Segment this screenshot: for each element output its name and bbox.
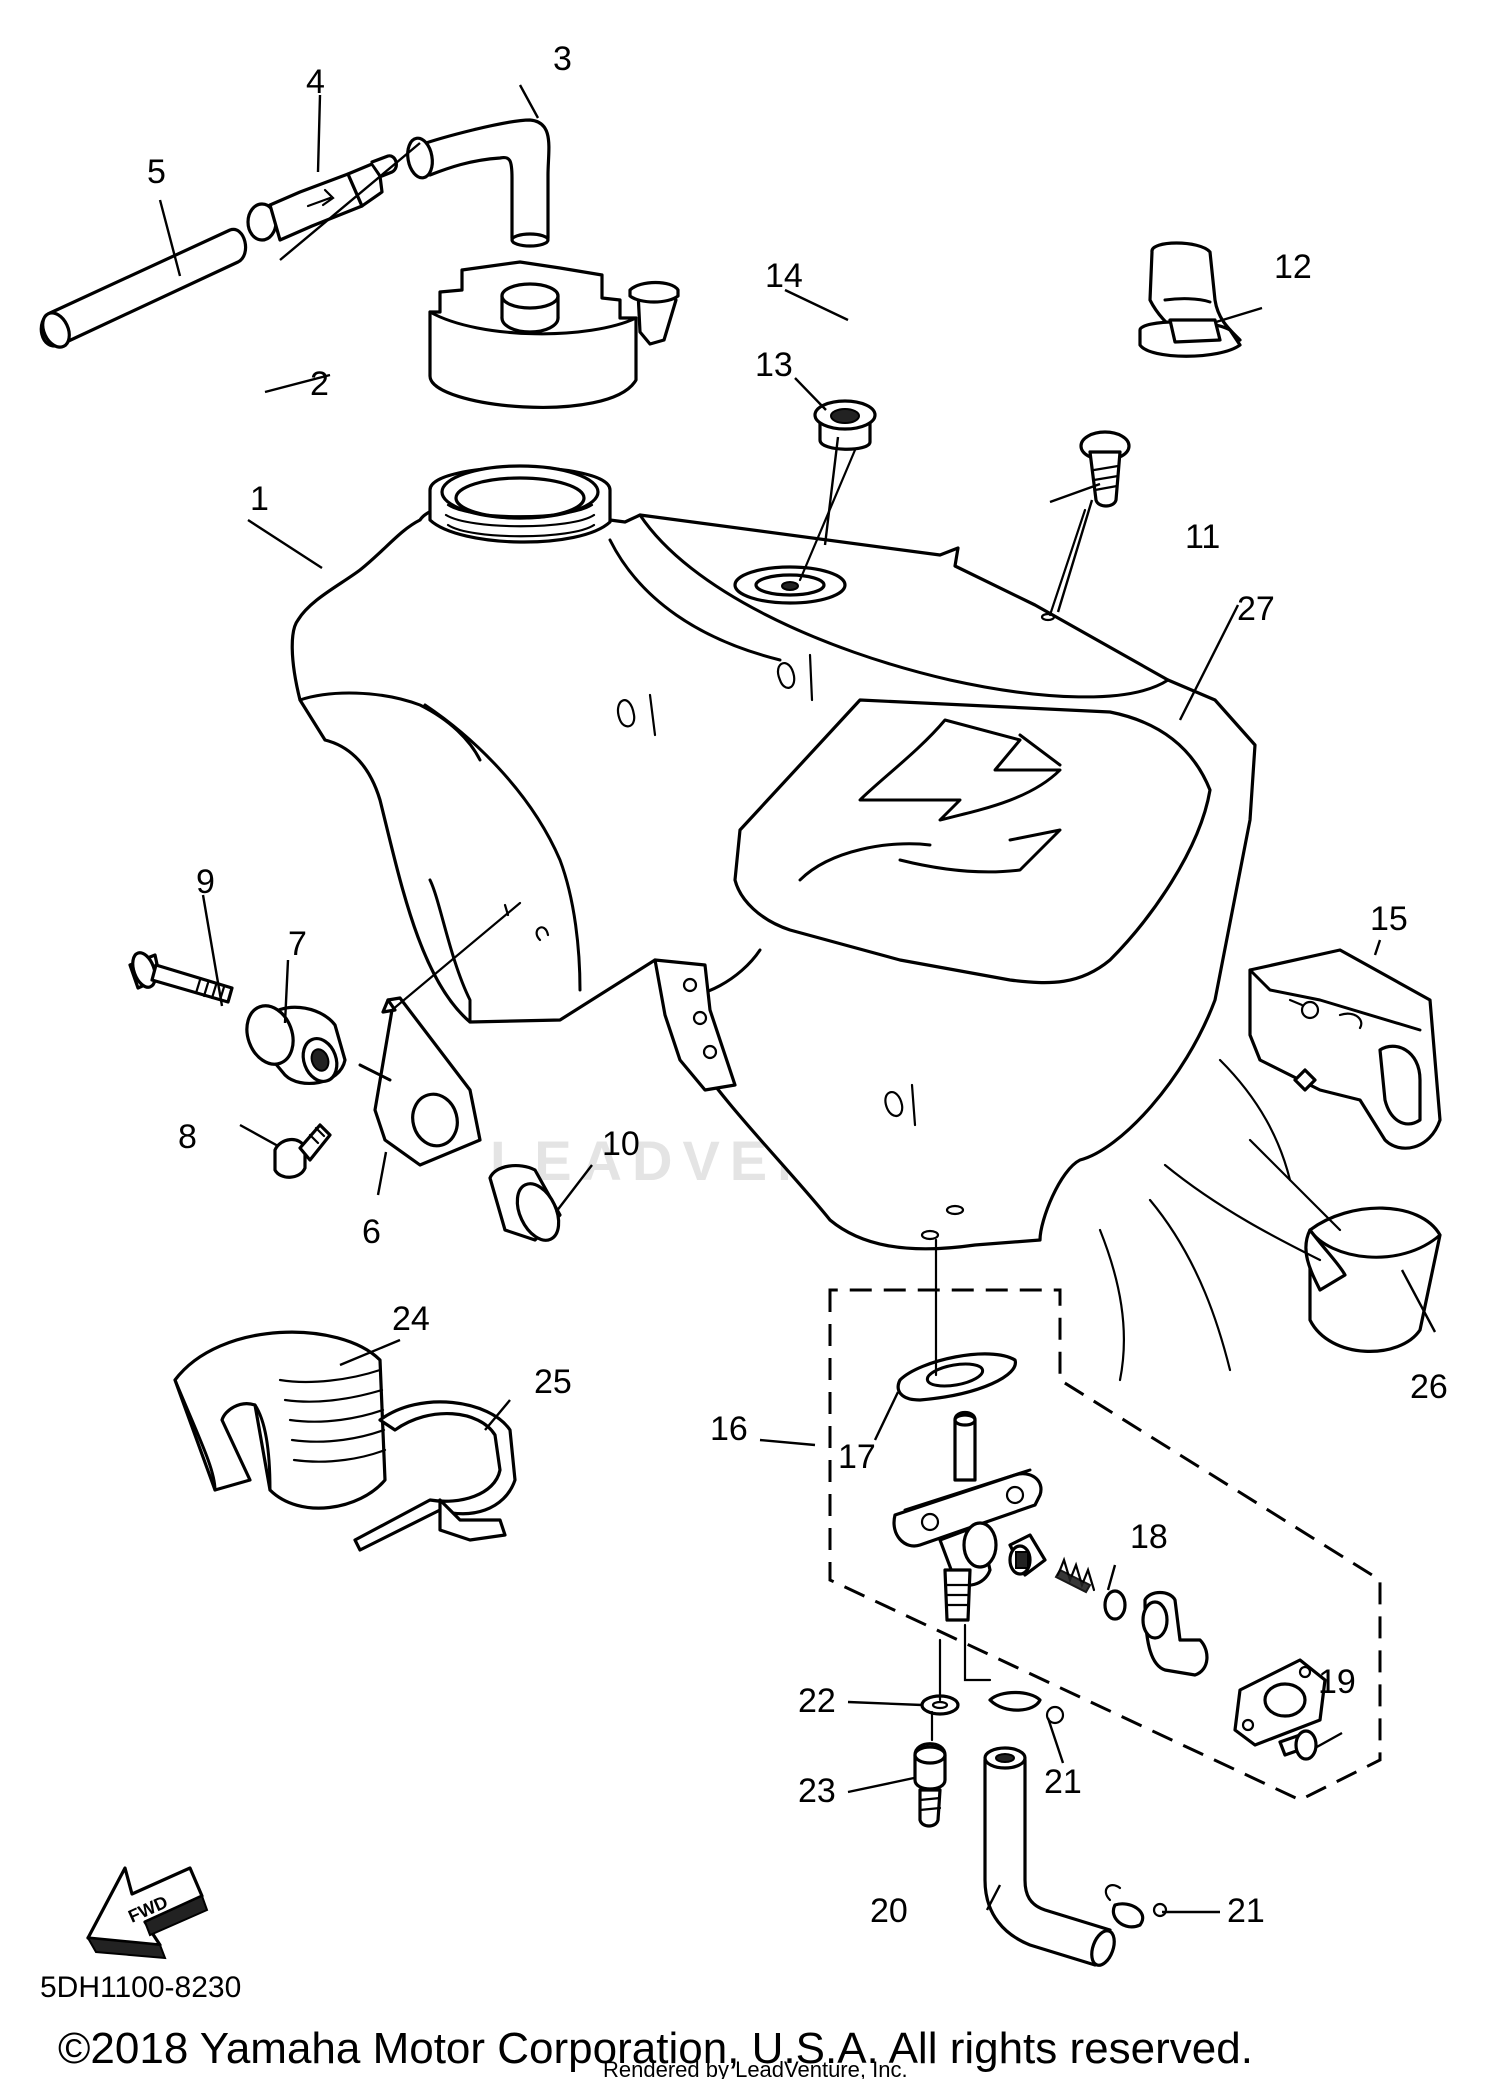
part-10-collar bbox=[488, 1163, 562, 1242]
part-16-fuel-cock-group-box bbox=[828, 1288, 1382, 1802]
fwd-arrow-icon bbox=[86, 1866, 209, 1960]
callout-11: 11 bbox=[1185, 518, 1220, 556]
part-plate bbox=[1233, 1658, 1327, 1747]
callout-19: 19 bbox=[1318, 1663, 1356, 1701]
part-4-check-valve bbox=[246, 154, 398, 242]
callout-21-upper: 21 bbox=[1044, 1763, 1082, 1801]
part-spring bbox=[1054, 1556, 1096, 1594]
callout-1: 1 bbox=[250, 480, 269, 518]
part-17-gasket bbox=[896, 1352, 1017, 1402]
copyright-notice: ©2018 Yamaha Motor Corporation, U.S.A. A… bbox=[58, 2024, 1253, 2073]
callout-5: 5 bbox=[147, 153, 166, 191]
callout-21-lower: 21 bbox=[1227, 1892, 1265, 1930]
callout-2: 2 bbox=[310, 365, 329, 403]
callout-7: 7 bbox=[288, 925, 307, 963]
callout-20: 20 bbox=[870, 1892, 908, 1930]
leader-lines bbox=[158, 84, 1437, 1914]
diagram-code: 5DH1100-8230 bbox=[40, 1971, 241, 2004]
fuel-cock-body bbox=[892, 1410, 1043, 1622]
part-21-clip-upper bbox=[988, 1690, 1065, 1725]
part-15-holder bbox=[1248, 948, 1442, 1150]
part-13-collar bbox=[813, 399, 877, 451]
callout-22: 22 bbox=[798, 1682, 836, 1720]
part-14-screw bbox=[628, 280, 680, 346]
callout-16: 16 bbox=[710, 1410, 748, 1448]
callout-18: 18 bbox=[1130, 1518, 1168, 1556]
part-8-bolt bbox=[273, 1123, 332, 1179]
part-19-screw bbox=[1278, 1729, 1318, 1761]
part-9-bolt bbox=[128, 951, 234, 1004]
callout-25: 25 bbox=[534, 1363, 572, 1401]
assembly-guide-lines bbox=[390, 448, 1087, 1742]
callout-26: 26 bbox=[1410, 1368, 1448, 1406]
part-2-fuel-tank-cap bbox=[428, 260, 638, 409]
callout-4: 4 bbox=[306, 63, 325, 101]
callout-15: 15 bbox=[1370, 900, 1408, 938]
callout-12: 12 bbox=[1274, 248, 1312, 286]
part-23-bolt bbox=[913, 1742, 947, 1828]
callout-9: 9 bbox=[196, 863, 215, 901]
callout-23: 23 bbox=[798, 1772, 836, 1810]
part-25-band bbox=[353, 1400, 517, 1552]
callout-13: 13 bbox=[755, 346, 793, 384]
part-7-damper bbox=[245, 1004, 347, 1085]
callout-10: 10 bbox=[602, 1125, 640, 1163]
part-20-fuel-hose bbox=[983, 1746, 1116, 1967]
callout-3: 3 bbox=[553, 40, 572, 78]
part-18-o-ring bbox=[1103, 1589, 1127, 1621]
part-11-bolt bbox=[1079, 430, 1131, 508]
part-5-breather-hose bbox=[39, 228, 248, 349]
part-6-bracket bbox=[358, 996, 482, 1167]
part-3-bent-hose bbox=[406, 118, 551, 248]
part-21-clip-lower bbox=[1104, 1884, 1168, 1929]
callout-27: 27 bbox=[1237, 590, 1275, 628]
callout-17: 17 bbox=[838, 1438, 876, 1476]
part-12-rubber-clip bbox=[1138, 241, 1242, 358]
frame-outline-lines bbox=[1098, 1058, 1342, 1382]
callout-24: 24 bbox=[392, 1300, 430, 1338]
callout-6: 6 bbox=[362, 1213, 381, 1251]
callout-8: 8 bbox=[178, 1118, 197, 1156]
part-27-emblem bbox=[733, 698, 1212, 985]
callout-14: 14 bbox=[765, 257, 803, 295]
part-26-cushion bbox=[1304, 1206, 1442, 1353]
part-lever-shaft bbox=[1008, 1533, 1047, 1577]
part-24-protector-sleeve bbox=[173, 1330, 387, 1510]
part-lever bbox=[1141, 1590, 1209, 1677]
rendered-by-notice: Rendered by LeadVenture, Inc. bbox=[603, 2057, 908, 2079]
